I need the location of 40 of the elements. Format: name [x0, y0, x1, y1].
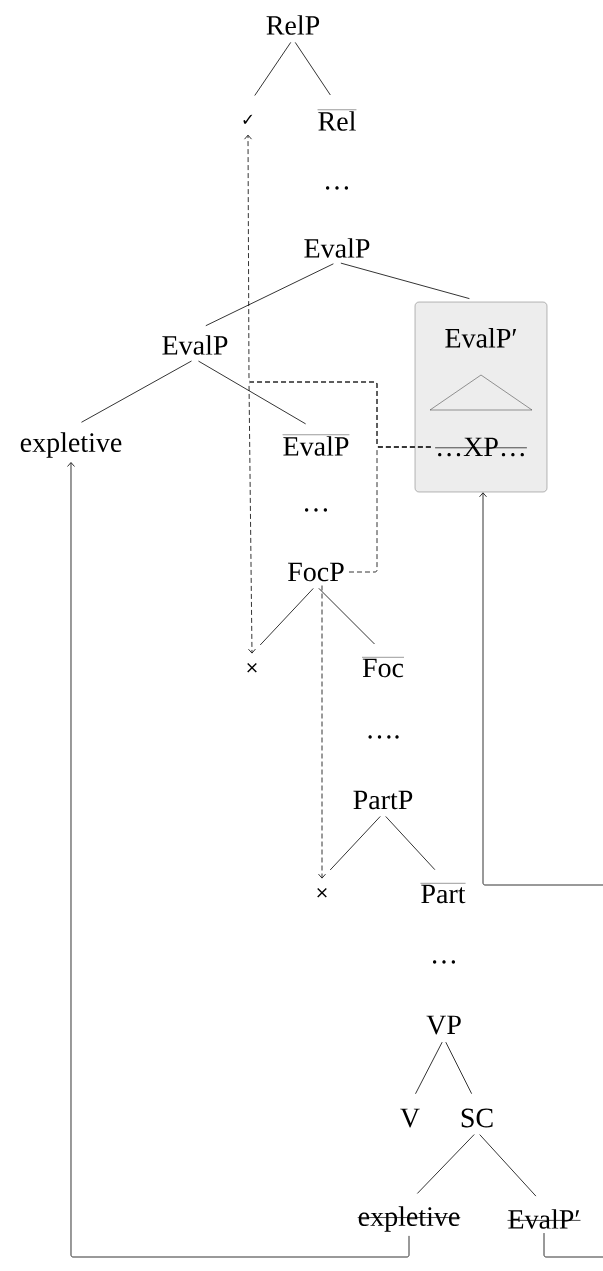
tree-node-label: …XP… — [434, 437, 528, 457]
tree-node-label: PartP — [353, 790, 413, 810]
cross-mark: × — [247, 662, 257, 673]
tree-node-label: … — [432, 960, 456, 964]
tree-node-label: … — [304, 508, 328, 512]
tree-node-label: Foc — [361, 657, 405, 678]
tree-branch — [445, 1041, 473, 1095]
tree-branch — [198, 360, 307, 425]
tree-node-label: …. — [368, 735, 399, 739]
tree-branch — [205, 263, 334, 327]
tree-branch — [329, 816, 381, 871]
dashed-line — [348, 446, 432, 573]
tree-node-label: Rel — [317, 109, 357, 131]
tree-node-label: VP — [426, 1015, 461, 1035]
tree-branch — [259, 588, 314, 646]
tree-node-label: EvalP — [282, 434, 350, 456]
tree-branch — [294, 42, 331, 96]
tree-branch — [415, 1041, 443, 1095]
tree-branch — [479, 1134, 537, 1197]
tree-node-label: EvalP — [304, 238, 370, 258]
movement-arrow — [67, 462, 410, 1258]
tree-node-label: V — [400, 1108, 420, 1128]
movement-arrow — [479, 492, 603, 1258]
tree-node-label: EvalP — [162, 335, 228, 355]
tree-node-label: FocP — [288, 562, 344, 582]
tree-branch — [254, 41, 292, 96]
tree-node-label: Part — [420, 883, 466, 904]
check-mark: ✓ — [243, 114, 253, 124]
tree-node-label: … — [325, 186, 349, 190]
cross-mark: × — [317, 887, 327, 898]
tree-branch — [416, 1134, 475, 1194]
dashed-arrow — [318, 585, 326, 879]
tree-node-label: SC — [461, 1108, 493, 1128]
dashed-arrow — [248, 381, 432, 654]
tree-branch — [318, 587, 375, 645]
tree-branch — [81, 360, 192, 423]
tree-node-label: expletive — [20, 432, 122, 458]
tree-branch — [385, 816, 436, 871]
tree-branch — [340, 262, 470, 299]
tree-node-label: RelP — [266, 15, 320, 35]
